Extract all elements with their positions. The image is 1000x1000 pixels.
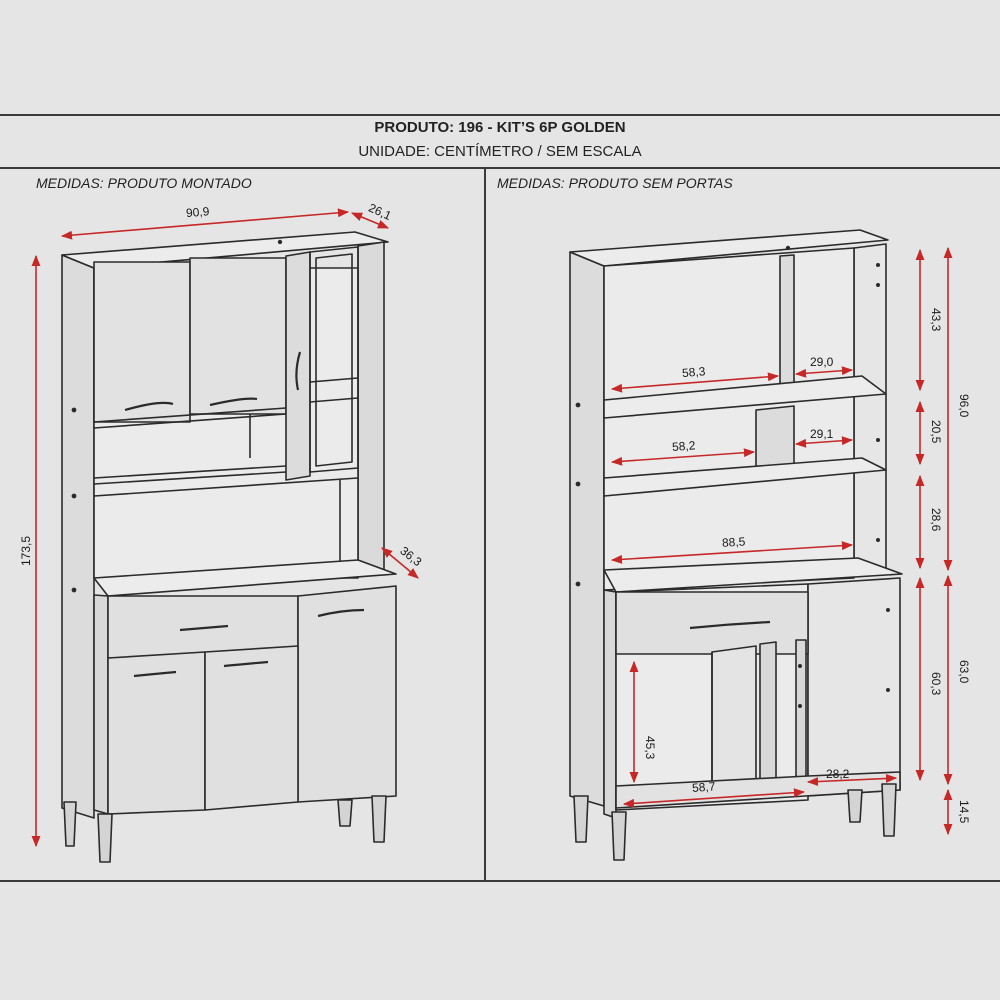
right-section-label: MEDIDAS: PRODUTO SEM PORTAS (497, 175, 733, 191)
product-title: PRODUTO: 196 - KIT’S 6P GOLDEN (374, 119, 626, 136)
dim-upper-total-h-text: 96,0 (957, 394, 971, 418)
dim-middle-left-w-text: 58,2 (672, 438, 697, 454)
dim-middle-right-w-text: 29,1 (810, 427, 834, 441)
dim-niche-w-line (610, 541, 854, 564)
title-divider (0, 167, 1000, 169)
dim-base-depth-text: 36,3 (397, 544, 424, 570)
dim-width-line (60, 208, 350, 240)
dim-width-text: 90,9 (185, 204, 210, 220)
dim-cabinet-left-w-line (622, 788, 806, 808)
dim-upper-left-w-text: 58,3 (681, 364, 706, 380)
dim-niche-w-text: 88,5 (722, 534, 746, 549)
top-divider (0, 114, 1000, 116)
dim-top-depth-text: 26,1 (366, 201, 393, 223)
left-section-label: MEDIDAS: PRODUTO MONTADO (36, 175, 252, 191)
dim-cabinet-right-w-text: 28,2 (826, 767, 850, 781)
dim-cabinet-left-w-text: 58,7 (692, 779, 717, 795)
dim-base-depth-line (381, 547, 419, 579)
dim-lower-total-h-text: 63,0 (957, 660, 971, 684)
dim-cabinet-inner-h-text: 45,3 (643, 736, 657, 760)
dim-upper-right-w-text: 29,0 (810, 355, 834, 369)
dim-upper-right-w-line (794, 366, 854, 378)
right-dimensions (610, 246, 953, 836)
dim-middle-right-w-line (794, 436, 854, 448)
product-subtitle: UNIDADE: CENTÍMETRO / SEM ESCALA (358, 143, 642, 160)
dim-upper-shelf-h-text: 43,3 (929, 308, 943, 332)
dim-height-text: 173,5 (19, 536, 33, 566)
left-furniture (61, 231, 397, 863)
bottom-divider (0, 880, 1000, 882)
dim-feet-h-text: 14,5 (957, 800, 971, 824)
dim-cabinet-right-w-line (806, 773, 898, 787)
dim-top-depth-line (350, 212, 390, 229)
center-divider (484, 167, 486, 880)
dim-lower-inner-h-text: 60,3 (929, 672, 943, 696)
dim-niche-h-text: 28,6 (929, 508, 943, 532)
dim-middle-shelf-h-text: 20,5 (929, 420, 943, 444)
left-dimensions (31, 208, 419, 848)
dim-middle-left-w-line (610, 448, 756, 466)
dim-upper-left-w-line (610, 372, 780, 393)
